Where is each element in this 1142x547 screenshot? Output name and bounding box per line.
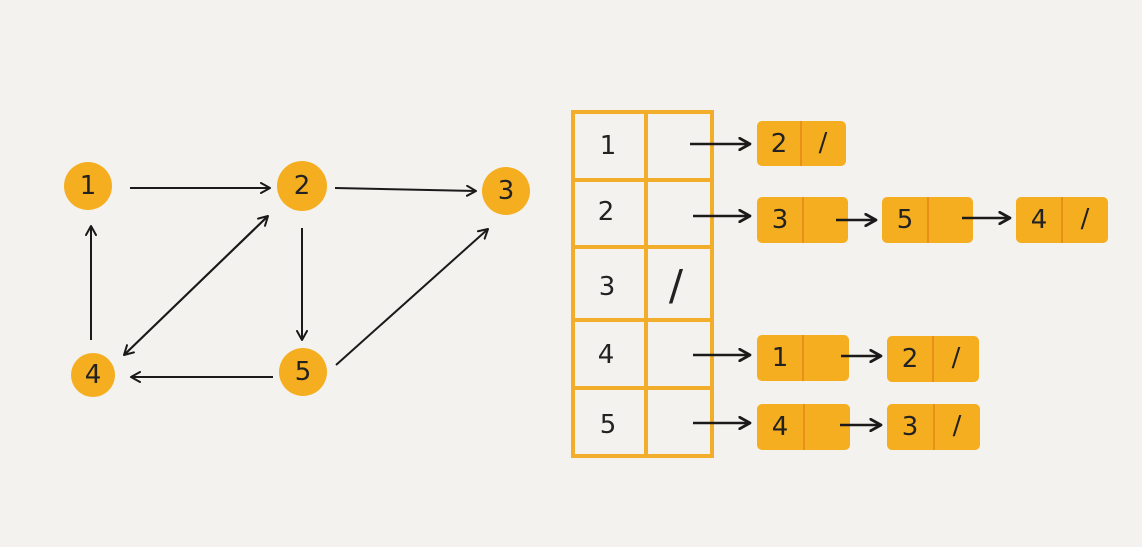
list-node: 1 [757,335,849,381]
linked-lists: 2 / 3 5 4 / 1 [690,121,1108,450]
edge-2-to-3 [334,184,477,197]
list-node-value: 2 [771,129,788,159]
graph-node-4: 4 [71,353,115,397]
edge-4-to-2 [123,215,269,356]
list-node-value: 3 [902,412,919,442]
table-vertex-5: 5 [600,410,617,440]
graph: 1 2 3 4 5 [64,161,530,397]
list-node: 2 / [887,336,979,382]
list-end-slash: / [1081,204,1090,234]
list-node: 3 [757,197,848,243]
list-node-value: 4 [1031,205,1048,235]
list-node: 2 / [757,121,846,166]
graph-node-1: 1 [64,162,112,210]
graph-node-5: 5 [279,348,327,396]
list-node-value: 5 [897,205,914,235]
table-vertex-1: 1 [600,131,617,161]
graph-node-label: 5 [295,357,312,387]
graph-node-3: 3 [482,167,530,215]
graph-node-label: 4 [85,360,102,390]
table-vertex-4: 4 [598,340,615,370]
list-node-value: 3 [772,205,789,235]
adjacency-table: 1 2 3 4 5 / [571,110,714,458]
list-end-slash: / [953,411,962,441]
graph-node-2: 2 [277,161,327,211]
table-null-slash: / [669,261,684,310]
table-vertex-2: 2 [598,197,615,227]
graph-node-label: 1 [80,171,97,201]
list-node: 3 / [887,404,980,450]
list-end-slash: / [819,128,828,158]
list-node: 5 [882,197,973,243]
list-node-value: 2 [902,344,919,374]
graph-node-label: 2 [294,171,311,201]
graph-node-label: 3 [498,176,515,206]
edge-5-to-3 [335,228,489,366]
list-node: 4 / [1016,197,1108,243]
table-vertex-3: 3 [599,272,616,302]
list-end-slash: / [952,343,961,373]
list-node: 4 [757,404,850,450]
list-node-value: 1 [772,343,789,373]
list-node-value: 4 [772,412,789,442]
